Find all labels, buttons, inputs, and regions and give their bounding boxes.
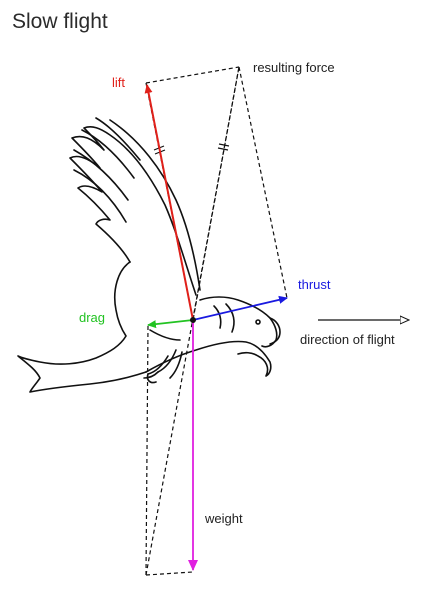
lift-label: lift (112, 75, 125, 90)
equal-length-ticks (153, 143, 230, 155)
drag-vector (147, 319, 194, 329)
eagle-outline-icon (17, 117, 281, 393)
thrust-vector (192, 295, 288, 321)
drag-label: drag (79, 310, 106, 325)
thrust-label: thrust (298, 277, 331, 292)
lift-vector (144, 84, 194, 321)
weight-label: weight (205, 511, 243, 526)
diagram-title: Slow flight (12, 10, 108, 33)
direction-of-flight-label: direction of flight (300, 332, 395, 347)
center-point (190, 317, 196, 323)
construction-lines (145, 66, 288, 576)
resulting-force-label: resulting force (253, 60, 335, 75)
